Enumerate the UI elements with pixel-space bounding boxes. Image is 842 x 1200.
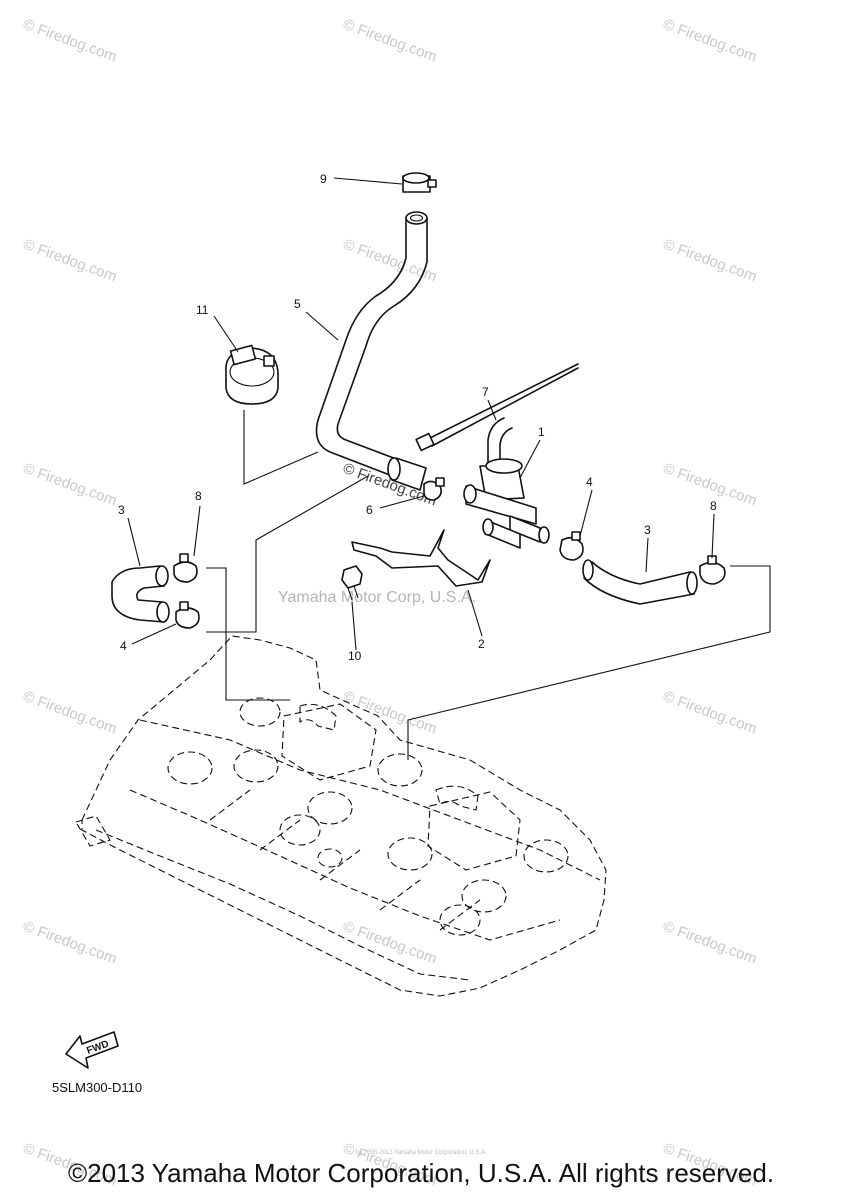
callout-8-right: 8 — [710, 499, 717, 513]
watermark: © Firedog.com — [341, 688, 439, 738]
watermark: © Firedog.com — [21, 918, 119, 968]
callout-10: 10 — [348, 649, 362, 663]
copyright-notice: ©2013 Yamaha Motor Corporation, U.S.A. A… — [67, 1158, 775, 1188]
part-2-bracket — [351, 529, 491, 587]
part-4-clamp-left — [175, 601, 200, 629]
watermark: © Firedog.com — [661, 16, 759, 66]
callout-4-left: 4 — [120, 639, 127, 653]
part-11-clamp — [225, 344, 279, 405]
watermark: © Firedog.com — [21, 16, 119, 66]
watermark: © Firedog.com — [341, 236, 439, 286]
part-8-clamp-right — [699, 555, 726, 585]
watermark: © Firedog.com — [21, 688, 119, 738]
part-1-valve — [463, 417, 550, 549]
callout-1: 1 — [538, 425, 545, 439]
callout-leaders — [127, 177, 715, 651]
part-9-clamp — [402, 172, 437, 193]
callout-6: 6 — [366, 503, 373, 517]
watermark: © Firedog.com — [661, 236, 759, 286]
center-watermark: Yamaha Motor Corp, U.S.A. — [278, 589, 476, 606]
callout-3-left: 3 — [118, 503, 125, 517]
part-5-hose — [315, 211, 428, 483]
watermark: © Firedog.com — [661, 918, 759, 968]
fwd-arrow: FWD — [65, 1031, 119, 1069]
part-10-bolt — [341, 565, 363, 601]
callout-5: 5 — [294, 297, 301, 311]
callout-3-right: 3 — [644, 523, 651, 537]
diagram-code: 5SLM300-D110 — [52, 1080, 142, 1095]
cylinder-head-cover — [75, 635, 607, 997]
part-6-hose — [387, 457, 445, 501]
part-7-cable-tie — [415, 363, 579, 452]
watermark: © Firedog.com — [341, 16, 439, 66]
callout-2: 2 — [478, 637, 485, 651]
watermark: © Firedog.com — [21, 236, 119, 286]
watermark: © Firedog.com — [21, 460, 119, 510]
callout-8-left: 8 — [195, 489, 202, 503]
part-8-clamp-left — [173, 553, 198, 583]
callout-4-right: 4 — [586, 475, 593, 489]
part-4-clamp-right — [559, 531, 584, 561]
part-3-hose-left — [111, 565, 170, 623]
callout-7: 7 — [482, 385, 489, 399]
callout-9: 9 — [320, 172, 327, 186]
tiny-credit: (c) 2005-2013 Yamaha Motor Corporation, … — [355, 1150, 487, 1156]
part-3-hose-right — [582, 559, 698, 605]
connection-lines — [206, 410, 771, 760]
callout-11: 11 — [196, 303, 209, 317]
callout-numbers: 9 5 11 7 1 4 6 3 8 4 3 8 10 2 — [118, 172, 717, 663]
watermark: © Firedog.com — [661, 688, 759, 738]
